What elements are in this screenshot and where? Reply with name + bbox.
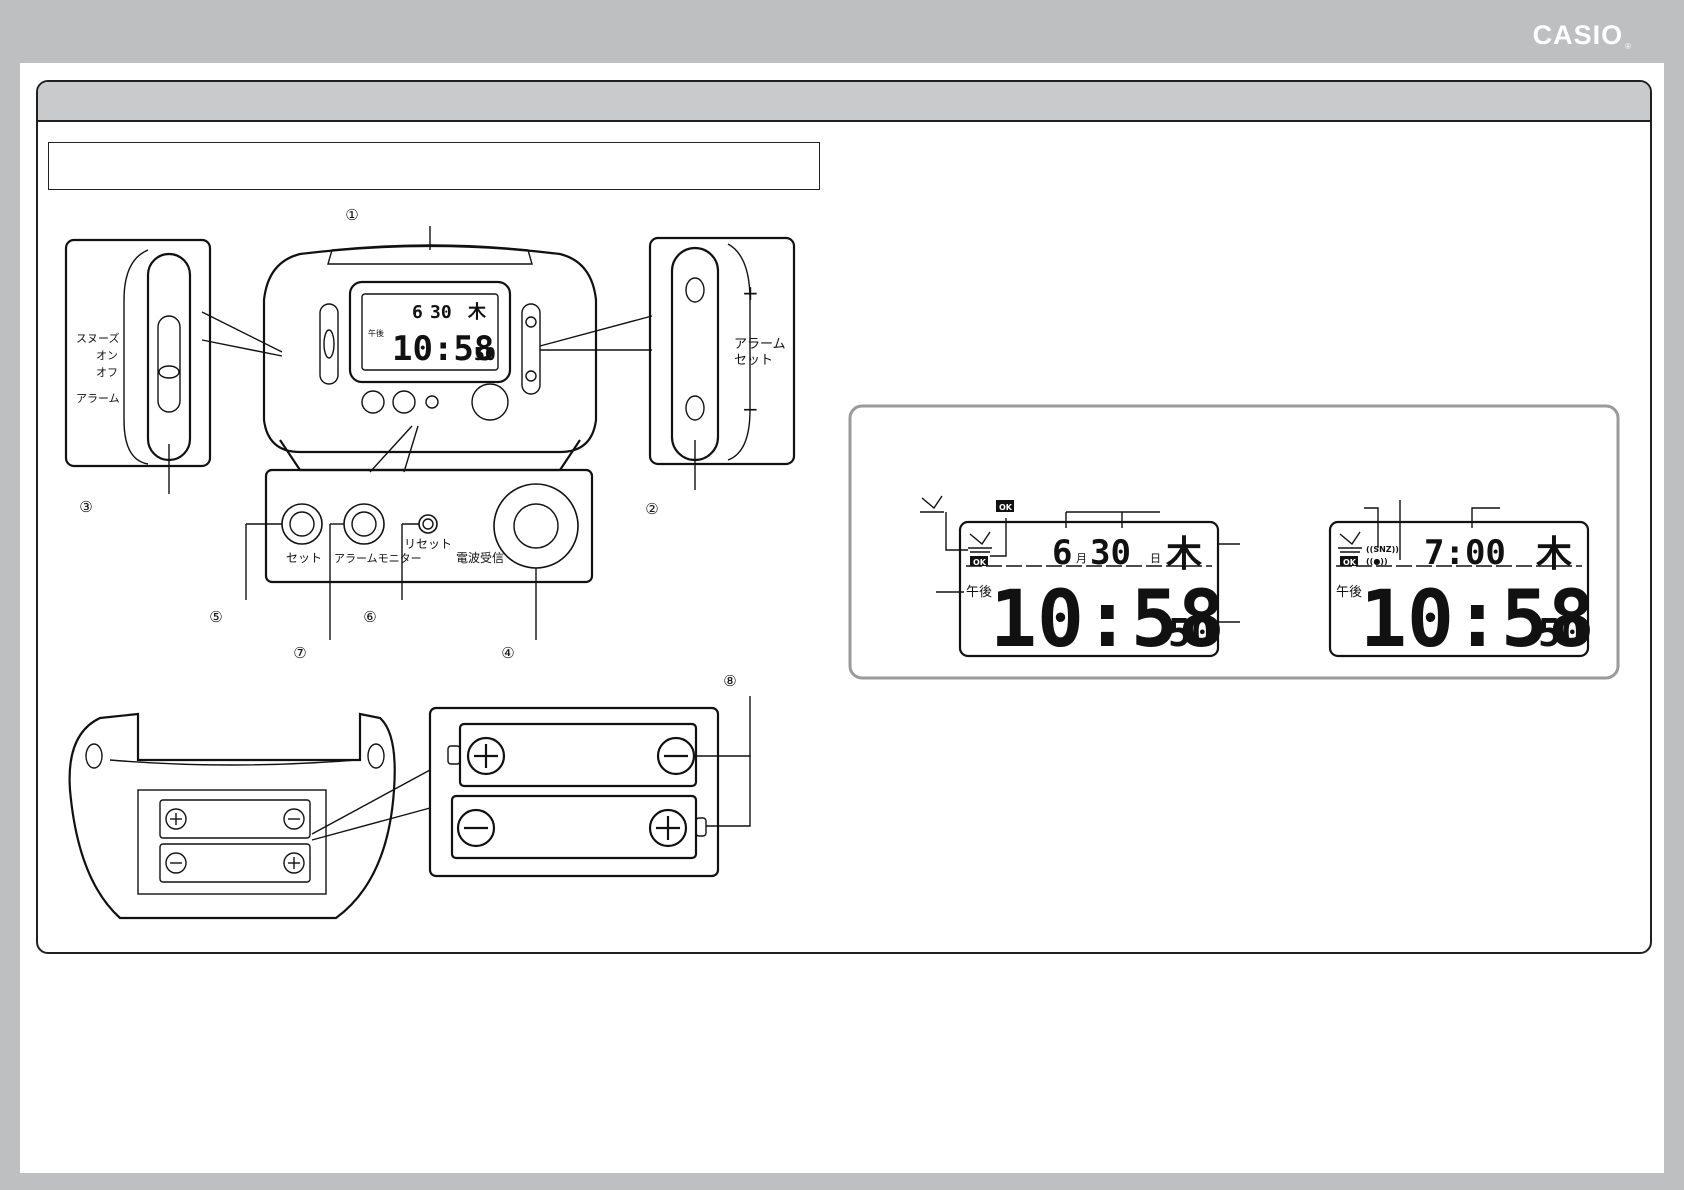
lcd-month: 6: [1052, 533, 1072, 573]
clock-front-illustration: 6 30 木 午後 10:58 50: [262, 226, 598, 472]
svg-text:木: 木: [467, 301, 487, 323]
ok-badge: [970, 556, 988, 566]
svg-text:スヌーズ: スヌーズ: [76, 331, 119, 345]
alarm-set-zoom: + アラーム セット −: [539, 236, 796, 490]
svg-text:オン: オン: [96, 349, 118, 362]
frame-header-band: [38, 82, 1650, 122]
front-date: 6: [412, 302, 423, 323]
svg-text:50: 50: [1538, 611, 1584, 655]
lcd-display-alarm: OK ((SNZ)) ((●)) 7:00 木 午後 10:58 50: [1328, 500, 1595, 665]
callout-2: ②: [645, 500, 658, 518]
minus-terminal-icon: [283, 808, 305, 830]
lcd-seconds: 50: [1168, 611, 1214, 655]
svg-text:月: 月: [1076, 552, 1087, 565]
snooze-indicator: ((SNZ)): [1366, 545, 1399, 554]
lcd-time: 10:58: [990, 575, 1225, 665]
callout-3: ③: [79, 498, 92, 516]
callout-1: ①: [345, 206, 358, 224]
lcd-day: 30: [1090, 533, 1131, 573]
lcd-ampm: 午後: [966, 585, 992, 600]
radio-signal-icon: [1338, 531, 1362, 553]
svg-text:30: 30: [430, 302, 452, 323]
callout-5: ⑤: [209, 608, 222, 626]
svg-text:10:58: 10:58: [1360, 575, 1595, 665]
casio-logo: CASIO®: [1532, 20, 1632, 51]
alarm-indicator: ((●)): [1366, 557, 1388, 566]
plus-terminal-icon: [648, 808, 688, 848]
svg-text:日: 日: [1150, 552, 1161, 565]
callout-6: ⑥: [363, 608, 376, 626]
lcd-display-normal: 6 月 30 日 木 午後 10:58 50 OK: [936, 511, 1240, 665]
plus-terminal-icon: [283, 852, 305, 874]
minus-terminal-icon: [656, 736, 696, 776]
svg-text:OK: OK: [999, 503, 1013, 512]
svg-text:+: +: [742, 281, 759, 305]
callout-4: ④: [501, 644, 514, 662]
alarm-monitor-button-label: アラームモニター: [334, 552, 422, 565]
minus-terminal-icon: [456, 808, 496, 848]
lcd-weekday: 木: [1166, 534, 1202, 575]
lcd-alarm-time: 7:00: [1424, 533, 1506, 573]
callout-8: ⑧: [723, 672, 736, 690]
svg-text:OK: OK: [973, 558, 987, 567]
svg-text:午後: 午後: [1336, 585, 1362, 600]
alarm-switch-zoom: スヌーズ オン オフ アラーム: [64, 238, 283, 494]
radio-button-label: 電波受信: [456, 551, 504, 565]
svg-text:アラーム: アラーム: [76, 392, 120, 405]
content-frame: [36, 80, 1652, 954]
battery-compartment-illustration: [68, 712, 431, 920]
display-examples-panel: [848, 404, 1620, 680]
svg-text:OK: OK: [1343, 558, 1357, 567]
battery-zoom: [428, 696, 751, 878]
minus-terminal-icon: [165, 852, 187, 874]
reset-button-label: リセット: [404, 537, 452, 551]
front-seconds: 50: [474, 344, 496, 365]
front-time: 10:58: [392, 329, 494, 369]
plus-terminal-icon: [165, 808, 187, 830]
section-title-box: [48, 142, 820, 190]
ok-badge: [1340, 556, 1358, 566]
legend-ok-badge: [996, 500, 1014, 512]
svg-text:アラーム: アラーム: [734, 337, 786, 352]
legend-radio-icon: [920, 495, 944, 513]
radio-signal-icon: [968, 531, 992, 553]
callout-7: ⑦: [293, 644, 306, 662]
svg-text:オフ: オフ: [96, 366, 118, 379]
svg-text:セット: セット: [734, 353, 773, 368]
buttons-zoom: セット アラームモニター リセット 電波受信: [245, 425, 594, 640]
plus-terminal-icon: [466, 736, 506, 776]
front-ampm: 午後: [368, 328, 384, 338]
svg-text:木: 木: [1536, 534, 1572, 575]
svg-text:−: −: [742, 397, 759, 421]
set-button-label: セット: [286, 551, 322, 565]
